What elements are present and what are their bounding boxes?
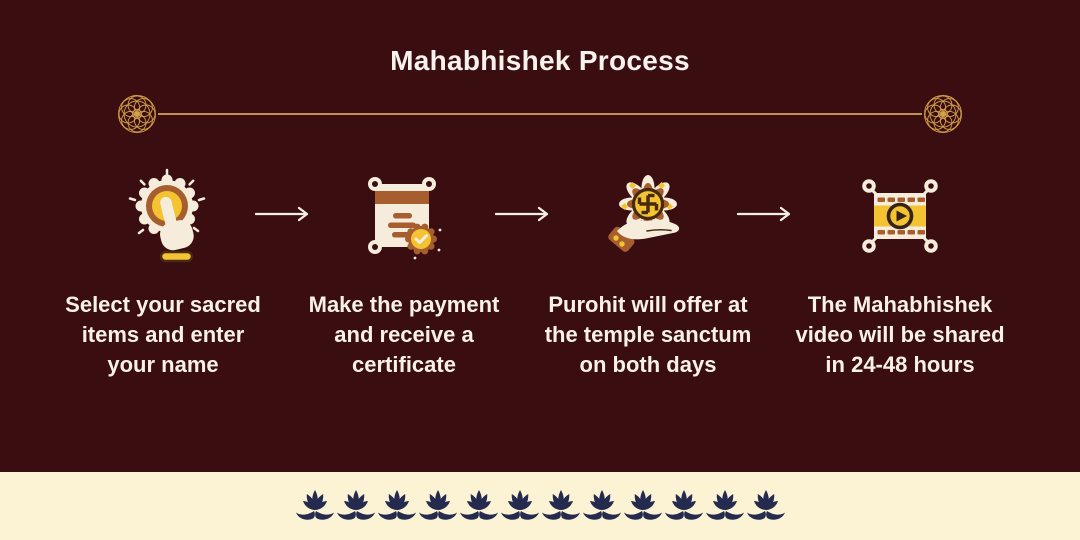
temple-offering-icon <box>599 168 695 264</box>
page-title: Mahabhishek Process <box>390 45 690 76</box>
ornamental-divider <box>116 93 964 135</box>
divider-line <box>158 113 922 115</box>
lotus-icon <box>459 489 498 520</box>
lotus-icon <box>705 489 744 520</box>
lotus-icon <box>541 489 580 520</box>
arrow-right-icon <box>494 206 549 222</box>
rosette-icon <box>924 95 962 133</box>
lotus-icon <box>623 489 662 520</box>
lotus-icon <box>664 489 703 520</box>
lotus-icon <box>582 489 621 520</box>
lotus-icon <box>746 489 785 520</box>
lotus-border-ornament <box>295 489 786 524</box>
lotus-icon <box>377 489 416 520</box>
footer-strip <box>0 472 1080 540</box>
step-4-label: The Mahabhishek video will be shared in … <box>795 292 1005 377</box>
lotus-icon <box>336 489 375 520</box>
video-share-icon <box>852 168 948 264</box>
payment-certificate-icon <box>352 168 448 264</box>
arrow-right-icon <box>736 206 791 222</box>
process-steps <box>0 168 1080 268</box>
step-2-label: Make the payment and receive a certifica… <box>308 292 500 377</box>
arrow-right-icon <box>254 206 309 222</box>
tap-select-icon <box>115 168 211 264</box>
step-3-label: Purohit will offer at the temple sanctum… <box>544 292 752 377</box>
lotus-icon <box>500 489 539 520</box>
step-1-label: Select your sacred items and enter your … <box>65 292 261 377</box>
lotus-icon <box>295 489 334 520</box>
rosette-icon <box>118 95 156 133</box>
lotus-icon <box>418 489 457 520</box>
